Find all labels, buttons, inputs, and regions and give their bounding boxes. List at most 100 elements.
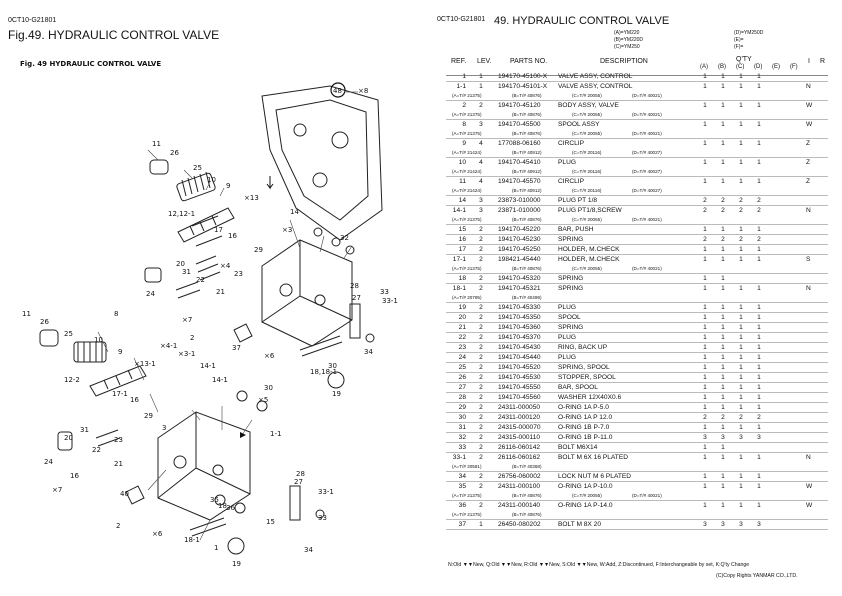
cell-qty: 1 bbox=[739, 73, 743, 80]
cell-ref: 33-1 bbox=[452, 454, 466, 461]
serial-note: (A=T/# 21424) bbox=[452, 150, 482, 155]
cell-lev: 4 bbox=[479, 159, 483, 166]
cell-qty: 3 bbox=[757, 434, 761, 441]
cell-description: SPRING bbox=[558, 324, 584, 331]
push-bar-drawing bbox=[191, 215, 223, 247]
cell-qty: 3 bbox=[703, 521, 707, 528]
cell-qty: 1 bbox=[721, 394, 725, 401]
serial-note: (A=T/# 20795) bbox=[452, 295, 482, 300]
cell-description: BOLT M6X14 bbox=[558, 444, 598, 451]
callout: 27 bbox=[352, 294, 361, 302]
cell-parts-no: 26116-060162 bbox=[498, 454, 541, 461]
cell-lev: 2 bbox=[479, 502, 483, 509]
callout: 36 bbox=[226, 504, 235, 512]
cell-ref: 15 bbox=[458, 226, 466, 233]
cell-ref: 31 bbox=[458, 424, 466, 431]
serial-note: (A=T/# 21375) bbox=[452, 217, 482, 222]
cell-lev: 2 bbox=[479, 285, 483, 292]
cell-parts-no: 26116-060142 bbox=[498, 444, 541, 451]
cell-qty: 2 bbox=[739, 207, 743, 214]
header-description: DESCRIPTION bbox=[600, 58, 648, 65]
header-col-c: (C) bbox=[736, 64, 745, 70]
cell-ref: 16 bbox=[458, 236, 466, 243]
cell-qty: 1 bbox=[721, 334, 725, 341]
cell-qty: 1 bbox=[739, 394, 743, 401]
cell-parts-no: 23873-010000 bbox=[498, 197, 541, 204]
cell-qty: 3 bbox=[721, 521, 725, 528]
serial-note: (D=T/# 40021) bbox=[632, 93, 662, 98]
cell-parts-no: 194170-45530 bbox=[498, 374, 541, 381]
cell-description: HOLDER, M.CHECK bbox=[558, 256, 620, 263]
cell-parts-no: 24311-000120 bbox=[498, 414, 541, 421]
cell-qty: 1 bbox=[721, 483, 725, 490]
cell-ref: 34 bbox=[458, 473, 466, 480]
cell-lev: 2 bbox=[479, 324, 483, 331]
callout: 27 bbox=[294, 478, 303, 486]
callout: 20 bbox=[176, 260, 185, 268]
spool-20-lower-drawing bbox=[95, 429, 121, 447]
spring-18-1-drawing bbox=[189, 517, 227, 537]
serial-note-row: (A=T/# 21424)(B=T/# 40912)(C=T/# 20116)(… bbox=[446, 186, 828, 196]
bolt-33-lower-drawing bbox=[315, 509, 325, 519]
spool-20-drawing bbox=[175, 281, 201, 299]
serial-note: (B=T/# 40912) bbox=[512, 188, 542, 193]
callout: 12,12-1 bbox=[168, 210, 195, 218]
cell-qty: 1 bbox=[721, 256, 725, 263]
bar-27-drawing bbox=[349, 303, 361, 339]
cell-qty: 1 bbox=[721, 121, 725, 128]
cell-qty: 1 bbox=[739, 384, 743, 391]
cell-qty: 1 bbox=[703, 473, 707, 480]
cell-qty: 1 bbox=[721, 354, 725, 361]
model-d: (D)=YM250D bbox=[734, 30, 764, 36]
header-qty: Q'TY bbox=[736, 56, 752, 63]
cell-qty: 1 bbox=[739, 424, 743, 431]
cell-qty: 2 bbox=[721, 207, 725, 214]
right-page-title: 49. HYDRAULIC CONTROL VALVE bbox=[494, 15, 670, 27]
cell-flag: N bbox=[806, 83, 811, 90]
cell-parts-no: 24315-000110 bbox=[498, 434, 541, 441]
callout: 1-1 bbox=[270, 430, 281, 438]
cell-qty: 2 bbox=[703, 236, 707, 243]
cell-qty: 1 bbox=[757, 404, 761, 411]
cell-qty: 1 bbox=[757, 454, 761, 461]
cell-flag: W bbox=[806, 502, 813, 509]
callout: 30 bbox=[328, 362, 337, 370]
serial-note: (A=T/# 21424) bbox=[452, 169, 482, 174]
footer-legend: N:Old ▼▼New, Q:Old ▼▼New, R:Old ▼▼New, S… bbox=[448, 562, 750, 568]
cell-qty: 1 bbox=[757, 344, 761, 351]
cell-lev: 1 bbox=[479, 73, 483, 80]
cell-qty: 1 bbox=[703, 178, 707, 185]
callout: 26 bbox=[40, 318, 49, 326]
cell-description: O-RING 1B P-11.0 bbox=[558, 434, 613, 441]
cell-parts-no: 24311-000140 bbox=[498, 502, 541, 509]
cell-ref: 26 bbox=[458, 374, 466, 381]
callout: 18-1 bbox=[184, 536, 200, 544]
cell-qty: 2 bbox=[757, 414, 761, 421]
arrow-1-1-icon bbox=[240, 432, 246, 438]
cell-qty: 1 bbox=[739, 140, 743, 147]
cell-qty: 1 bbox=[703, 285, 707, 292]
cell-flag: S bbox=[806, 256, 811, 263]
cell-qty: 1 bbox=[739, 334, 743, 341]
cell-qty: 1 bbox=[721, 473, 725, 480]
cell-description: PLUG PT1/8,SCREW bbox=[558, 207, 622, 214]
callout: 25 bbox=[64, 330, 73, 338]
cell-qty: 1 bbox=[703, 384, 707, 391]
serial-note-row: (A=T/# 21424)(B=T/# 40912)(C=T/# 20116)(… bbox=[446, 148, 828, 158]
cell-lev: 2 bbox=[479, 236, 483, 243]
arrow-1-icon bbox=[266, 176, 274, 190]
cell-qty: 1 bbox=[703, 454, 707, 461]
callout: 17 bbox=[214, 226, 223, 234]
cell-parts-no: 194170-45321 bbox=[498, 285, 541, 292]
cell-qty: 1 bbox=[721, 73, 725, 80]
callout: ×3-1 bbox=[178, 350, 195, 358]
cell-qty: 1 bbox=[739, 285, 743, 292]
cell-qty: 1 bbox=[757, 502, 761, 509]
cell-qty: 1 bbox=[757, 384, 761, 391]
